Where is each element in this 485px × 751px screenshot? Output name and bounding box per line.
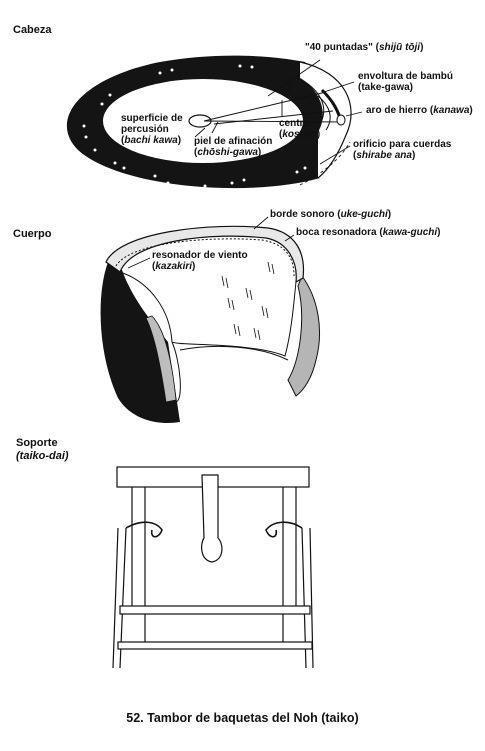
body-leader-lines: [127, 216, 295, 269]
drum-body-illustration: [100, 216, 321, 423]
label-resonator: resonador de viento (kazakiri): [152, 250, 248, 272]
label-bamboo: envoltura de bambú(take-gawa): [358, 71, 454, 93]
section-head-title: Cabeza: [13, 24, 52, 36]
label-cord-hole: orificio para cuerdas (shirabe ana): [353, 139, 452, 161]
section-stand-title: Soporte: [16, 437, 58, 449]
label-rim: borde sonoro (uke-guchi): [270, 209, 392, 220]
figure-caption: 52. Tambor de baquetas del Noh (taiko): [126, 711, 359, 725]
body-texture-marks: [221, 261, 275, 341]
label-iron-ring: aro de hierro (kanawa): [366, 105, 473, 116]
drum-head-illustration: [66, 55, 363, 189]
body-dark-exterior: [100, 262, 180, 423]
head-leader-lines: [194, 59, 363, 186]
label-stitches: "40 puntadas" (shijū tōji): [305, 42, 424, 53]
section-body-title: Cuerpo: [13, 228, 52, 240]
label-center: centro (koshiki): [279, 118, 321, 140]
label-tuning-skin: piel de afinación (chōshi-gawa): [194, 136, 273, 158]
body-rim: [105, 225, 305, 284]
body-grey-side: [287, 274, 321, 397]
section-stand-subtitle: (taiko-dai): [16, 450, 69, 462]
stitch-dots: [82, 64, 307, 188]
label-surface: superficie de percusión (bachi kawa): [121, 113, 183, 146]
label-mouth: boca resonadora (kawa-guchi): [296, 227, 441, 238]
head-cutaway: [300, 62, 350, 178]
drum-stand-illustration: [112, 466, 314, 669]
